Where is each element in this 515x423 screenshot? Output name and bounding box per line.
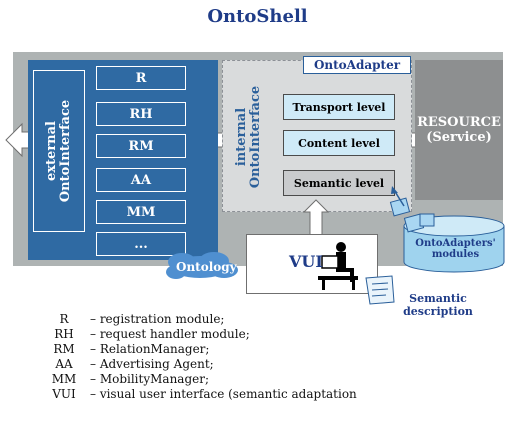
- semantic-level-box: Semantic level: [283, 170, 395, 196]
- legend-row: MM – MobilityManager;: [38, 372, 357, 387]
- ontoadapter-title: OntoAdapter: [303, 56, 411, 74]
- module-box-mm: MM: [96, 200, 186, 224]
- legend-key: R: [59, 312, 69, 326]
- user-computer-icon: [318, 242, 358, 290]
- content-level-box: Content level: [283, 130, 395, 156]
- module-box-r: R: [96, 66, 186, 90]
- legend-desc: – MobilityManager;: [90, 372, 210, 386]
- legend-key: AA: [55, 357, 73, 371]
- module-box-aa: AA: [96, 168, 186, 192]
- vui-box: [246, 234, 378, 294]
- transport-level-box: Transport level: [283, 94, 395, 120]
- ontology-cloud-icon: [166, 252, 238, 279]
- ontoadapters-modules-label: OntoAdapters' modules: [408, 238, 503, 260]
- semdesc-line2: description: [403, 305, 473, 318]
- legend-key: RM: [53, 342, 75, 356]
- legend-desc: – registration module;: [90, 312, 225, 326]
- floppy-icon-3: [419, 213, 435, 227]
- legend-desc: – request handler module;: [90, 327, 250, 341]
- legend-key: MM: [51, 372, 77, 386]
- legend: R – registration module; RH – request hand…: [38, 312, 357, 402]
- up-arrow: [302, 199, 330, 237]
- modules-label-line2: modules: [431, 249, 480, 260]
- external-ontointerface-panel: [28, 60, 218, 260]
- semantic-description-document-icon: [365, 275, 395, 305]
- floppy-icon-1: [389, 197, 411, 217]
- service-label: (Service): [426, 130, 492, 145]
- diagram-title: OntoShell: [207, 6, 308, 27]
- resource-service-box: RESOURCE (Service): [415, 60, 503, 200]
- vui-label: VUI: [289, 252, 323, 271]
- legend-row: AA – Advertising Agent;: [38, 357, 357, 372]
- semantic-description-label: Semantic description: [398, 292, 478, 318]
- legend-desc: – RelationManager;: [90, 342, 210, 356]
- module-box-rh: RH: [96, 102, 186, 126]
- legend-key: VUI: [52, 387, 76, 401]
- legend-row: RM – RelationManager;: [38, 342, 357, 357]
- resource-label: RESOURCE: [417, 115, 501, 130]
- semdesc-line1: Semantic: [409, 292, 467, 305]
- module-box-rm: RM: [96, 134, 186, 158]
- legend-key: RH: [54, 327, 74, 341]
- legend-desc: – visual user interface (semantic adapta…: [90, 387, 357, 401]
- legend-desc: – Advertising Agent;: [90, 357, 214, 371]
- module-box-more: ...: [96, 232, 186, 256]
- ontology-label: Ontology: [176, 260, 237, 274]
- legend-row: RH – request handler module;: [38, 327, 357, 342]
- legend-row: R – registration module;: [38, 312, 357, 327]
- legend-row: VUI – visual user interface (semantic ada…: [38, 387, 357, 402]
- modules-label-line1: OntoAdapters': [415, 238, 496, 249]
